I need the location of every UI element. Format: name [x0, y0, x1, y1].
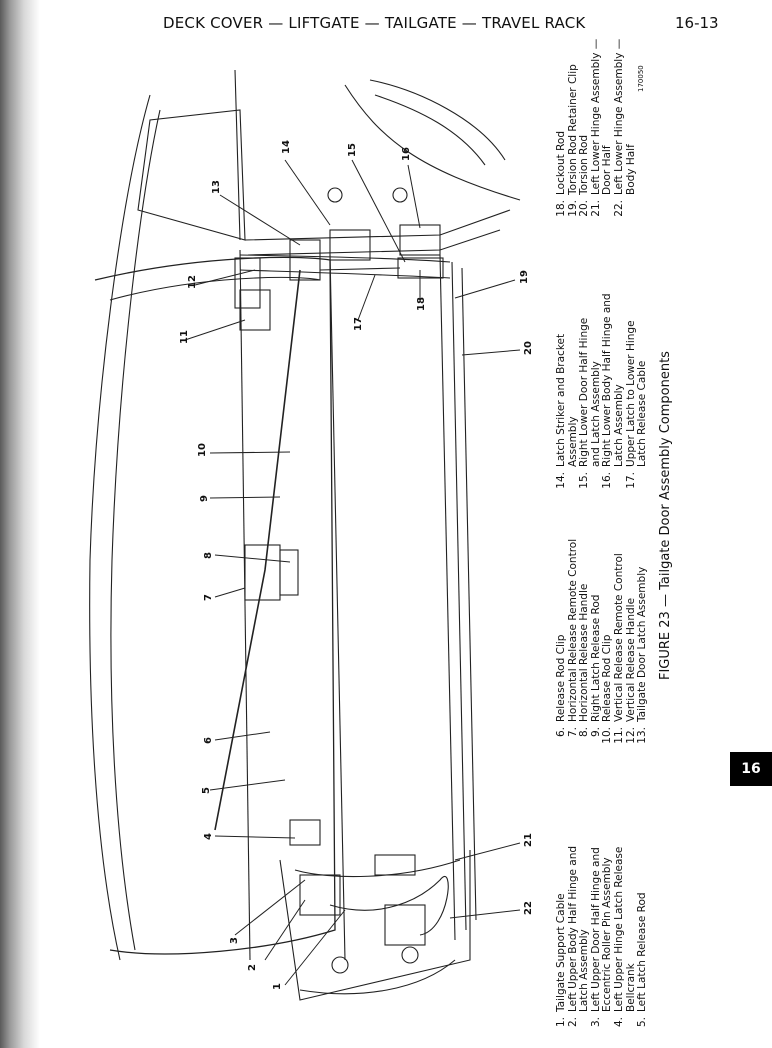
- svg-text:20: 20: [523, 341, 534, 355]
- svg-text:19: 19: [519, 270, 530, 284]
- page-binding-shadow: [0, 0, 40, 1048]
- svg-text:18: 18: [416, 297, 427, 311]
- svg-text:14: 14: [281, 140, 292, 154]
- svg-text:17: 17: [353, 317, 364, 331]
- tailgate-assembly-diagram: 1 2 3 4 5 6 7 8 9 10 11 12 13 14 15 16 1…: [89, 69, 534, 1001]
- svg-text:2: 2: [247, 964, 258, 971]
- svg-text:4: 4: [203, 833, 214, 840]
- svg-text:22: 22: [523, 901, 534, 915]
- legend-item: 22.Left Lower Hinge Assembly —: [612, 38, 625, 217]
- legend-column-2: 6.Release Rod Clip 7.Horizontal Release …: [555, 539, 649, 745]
- legend-item: 13.Tailgate Door Latch Assembly: [636, 566, 649, 744]
- legend-item: Latch Release Cable: [636, 360, 649, 467]
- svg-text:15: 15: [347, 143, 358, 157]
- svg-text:9: 9: [199, 495, 210, 502]
- legend-column-1: 1.Tailgate Support Cable 2.Left Upper Bo…: [555, 846, 649, 1035]
- legend-item: 4.Left Upper Hinge Latch Release: [612, 846, 625, 1028]
- figure-id: 170050: [637, 65, 645, 92]
- section-tab: 16: [730, 752, 772, 786]
- svg-text:8: 8: [203, 552, 214, 559]
- figure-caption: FIGURE 23 — Tailgate Door Assembly Compo…: [658, 351, 673, 680]
- legend-item: 14.Latch Striker and Bracket: [555, 333, 567, 489]
- svg-text:13: 13: [211, 180, 222, 194]
- svg-text:21: 21: [523, 833, 534, 847]
- svg-text:3: 3: [229, 937, 240, 944]
- svg-text:11: 11: [179, 330, 190, 344]
- legend-item: 11.Vertical Release Remote Control: [612, 553, 625, 744]
- legend-item: 18.Lockout Rod: [555, 130, 567, 217]
- page-number: 16-13: [675, 14, 719, 32]
- svg-text:7: 7: [203, 594, 214, 601]
- svg-text:6: 6: [203, 737, 214, 744]
- svg-text:16: 16: [401, 147, 412, 161]
- svg-text:5: 5: [201, 787, 212, 794]
- legend-item: 1.Tailgate Support Cable: [555, 893, 567, 1028]
- section-title: DECK COVER — LIFTGATE — TAILGATE — TRAVE…: [163, 14, 586, 32]
- svg-text:10: 10: [197, 443, 208, 457]
- page-header: DECK COVER — LIFTGATE — TAILGATE — TRAVE…: [0, 14, 772, 38]
- legend-item: 5.Left Latch Release Rod: [636, 892, 649, 1028]
- svg-text:1: 1: [272, 983, 283, 990]
- svg-text:12: 12: [187, 275, 198, 289]
- legend-column-3: 14.Latch Striker and Bracket Assembly 15…: [555, 293, 649, 490]
- legend-item: Latch Assembly: [612, 384, 625, 467]
- legend-column-4: 18.Lockout Rod 19.Torsion Rod Retainer C…: [555, 38, 637, 218]
- legend-item: 6.Release Rod Clip: [555, 634, 567, 738]
